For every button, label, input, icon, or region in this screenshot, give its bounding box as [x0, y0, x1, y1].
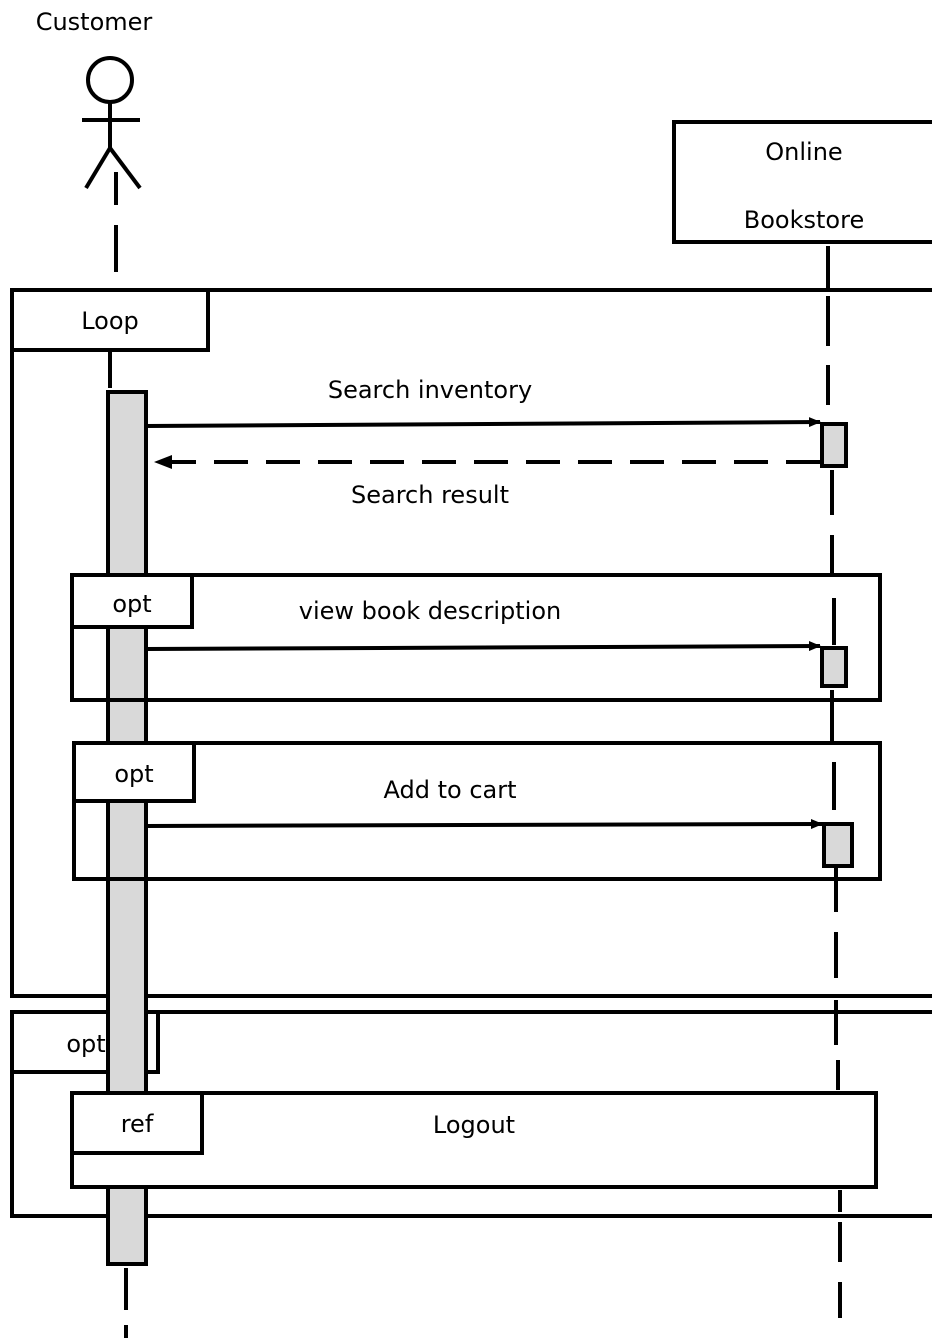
customer-actor — [82, 56, 142, 190]
bookstore-lifeline — [826, 246, 842, 1318]
opt-cart-operator-label: opt — [114, 760, 153, 788]
ref-logout-label: Logout — [433, 1111, 515, 1139]
message-search-inventory-arrow — [145, 417, 821, 428]
opt-logout-operator-label: opt — [66, 1030, 105, 1058]
loop-operator-tab — [10, 288, 210, 352]
bookstore-label-line1: Online — [765, 138, 842, 166]
loop-fragment — [10, 288, 932, 998]
loop-operator-label: Loop — [81, 307, 139, 335]
opt-view-operator-tab — [70, 573, 194, 629]
message-add-to-cart-label: Add to cart — [384, 776, 517, 804]
ref-logout-operator-tab — [70, 1091, 204, 1155]
bookstore-activation-view — [820, 646, 848, 688]
opt-cart-operator-tab — [72, 741, 196, 803]
message-add-to-cart-arrow — [145, 819, 823, 830]
bookstore-activation-search — [820, 422, 848, 468]
message-view-description-label: view book description — [299, 597, 561, 625]
opt-view-operator-label: opt — [112, 590, 151, 618]
opt-view-fragment — [70, 573, 882, 702]
message-search-result-arrowhead — [154, 455, 172, 469]
opt-logout-fragment — [10, 1010, 932, 1218]
customer-lifeline — [108, 172, 128, 1338]
bookstore-activation-cart — [822, 822, 854, 868]
bookstore-label-line2: Bookstore — [744, 206, 864, 234]
ref-logout-operator-label: ref — [121, 1110, 154, 1138]
ref-logout-fragment — [70, 1091, 878, 1189]
message-search-inventory-label: Search inventory — [328, 376, 532, 404]
bookstore-box — [672, 120, 932, 244]
message-view-description-arrow — [145, 641, 821, 652]
message-search-result-label: Search result — [351, 481, 509, 509]
opt-cart-fragment — [72, 741, 882, 881]
customer-label: Customer — [36, 8, 153, 36]
